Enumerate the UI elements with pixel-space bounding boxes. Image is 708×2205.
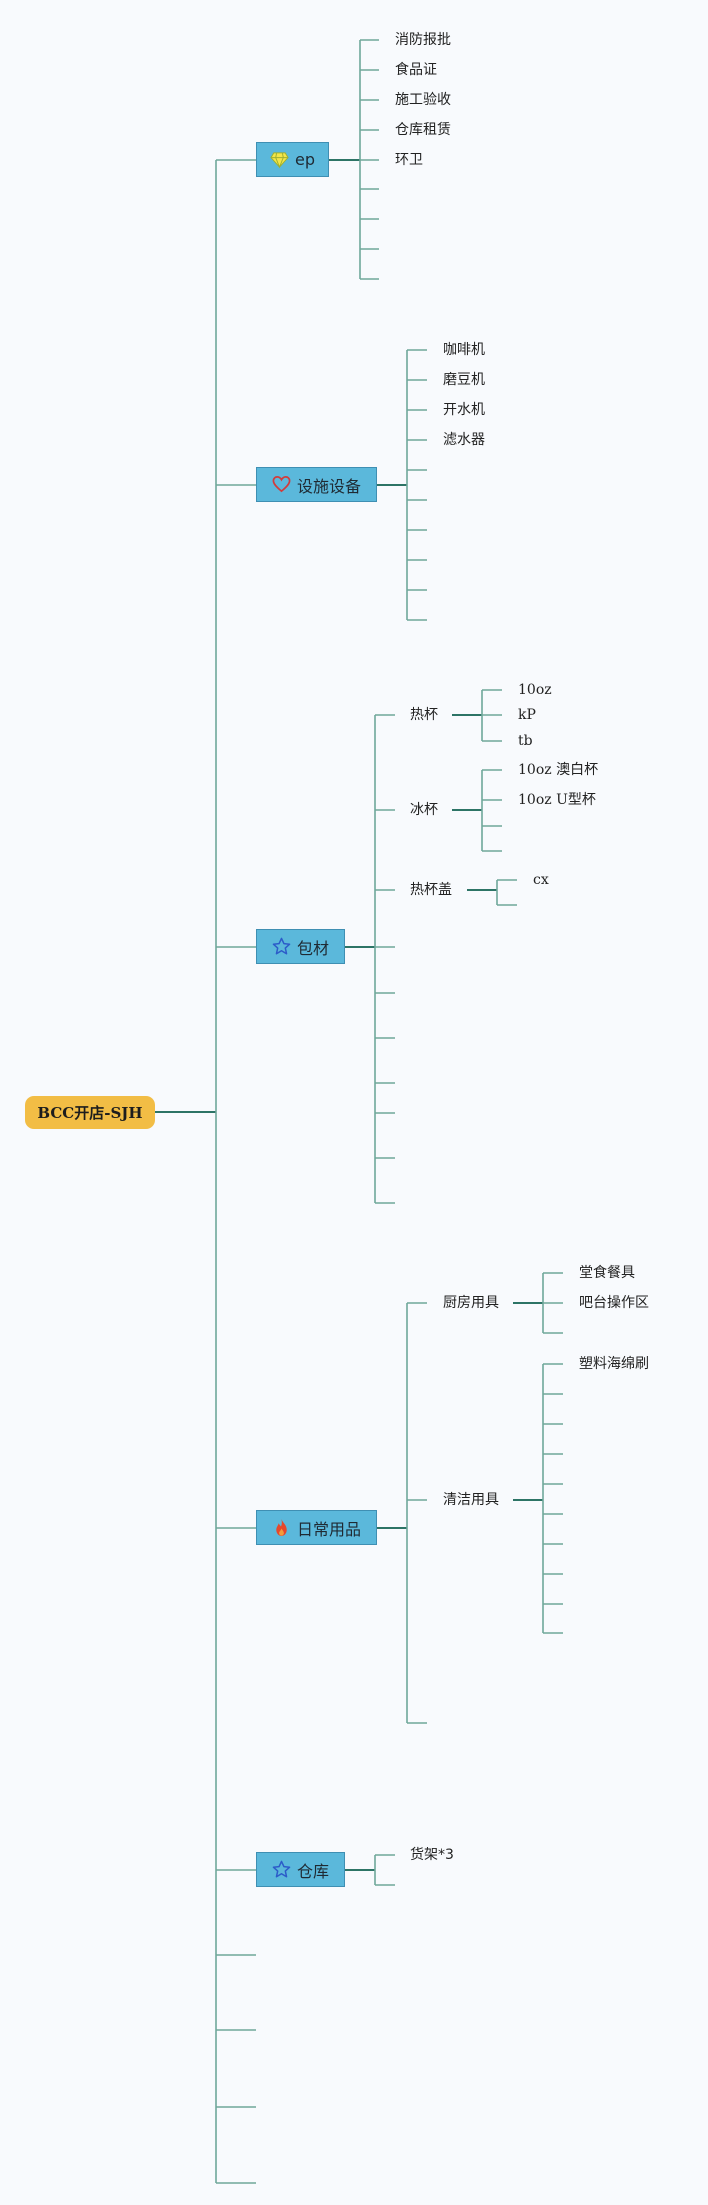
leaf-item[interactable]: 开水机 — [443, 402, 485, 418]
branch-label: 仓库 — [296, 1861, 329, 1881]
heart-icon — [272, 476, 291, 493]
sub-branch-ice-cup[interactable]: 冰杯 — [410, 802, 438, 818]
sub-branch-hot-cup-lid[interactable]: 热杯盖 — [410, 882, 452, 898]
branch-daily-supplies[interactable]: 日常用品 — [256, 1510, 377, 1545]
leaf-item[interactable]: 仓库租赁 — [395, 122, 451, 138]
root-node[interactable]: BCC开店-SJH — [25, 1096, 155, 1129]
leaf-item[interactable]: 吧台操作区 — [579, 1295, 649, 1311]
leaf-item[interactable]: 滤水器 — [443, 432, 485, 448]
branch-label: 日常用品 — [296, 1519, 361, 1539]
branch-warehouse[interactable]: 仓库 — [256, 1852, 345, 1887]
sub-branch-cleaning[interactable]: 清洁用具 — [443, 1492, 499, 1508]
leaf-item[interactable]: 货架*3 — [410, 1847, 454, 1863]
leaf-item[interactable]: cx — [533, 872, 549, 888]
leaf-item[interactable]: 食品证 — [395, 62, 437, 78]
star-outline-icon — [272, 1860, 291, 1878]
leaf-item[interactable]: 咖啡机 — [443, 342, 485, 358]
leaf-item[interactable]: 磨豆机 — [443, 372, 485, 388]
diamond-icon — [270, 152, 289, 169]
leaf-item[interactable]: 施工验收 — [395, 92, 451, 108]
branch-packaging[interactable]: 包材 — [256, 929, 345, 964]
leaf-item[interactable]: kP — [518, 707, 536, 723]
sub-branch-hot-cup[interactable]: 热杯 — [410, 707, 438, 723]
leaf-item[interactable]: 环卫 — [395, 152, 423, 168]
leaf-item[interactable]: 消防报批 — [395, 32, 451, 48]
leaf-item[interactable]: 10oz U型杯 — [518, 792, 596, 808]
branch-ep[interactable]: ep — [256, 142, 329, 177]
root-label: BCC开店-SJH — [37, 1104, 143, 1122]
leaf-item[interactable]: 塑料海绵刷 — [579, 1356, 649, 1372]
leaf-item[interactable]: tb — [518, 733, 533, 749]
branch-label: 设施设备 — [296, 476, 361, 496]
leaf-item[interactable]: 堂食餐具 — [579, 1265, 635, 1281]
branch-facilities[interactable]: 设施设备 — [256, 467, 377, 502]
star-icon — [272, 937, 291, 955]
leaf-item[interactable]: 10oz — [518, 682, 552, 698]
leaf-item[interactable]: 10oz 澳白杯 — [518, 762, 599, 778]
fire-icon — [276, 1518, 287, 1537]
branch-label: 包材 — [296, 938, 329, 958]
sub-branch-kitchen[interactable]: 厨房用具 — [443, 1295, 499, 1311]
branch-label: ep — [295, 150, 315, 169]
